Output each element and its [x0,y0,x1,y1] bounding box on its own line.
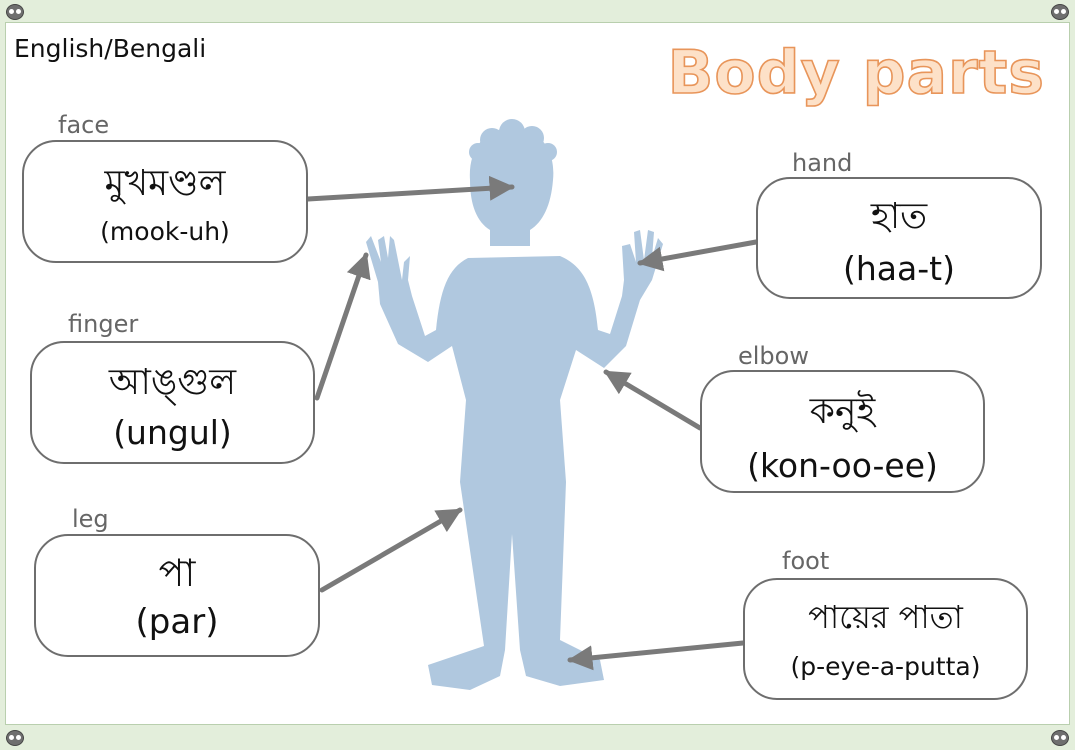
pronunciation-foot: (p-eye-a-putta) [790,652,981,681]
torso-shape [366,230,663,690]
bengali-word-face: মুখমণ্ডল [104,163,226,204]
owl-icon [1051,730,1069,746]
bengali-word-finger: আঙ্গুল [108,362,237,403]
arrow-leg [319,507,463,593]
owl-icon [6,4,24,20]
arrow-finger [314,252,371,401]
pronunciation-leg: (par) [135,602,219,642]
bengali-word-elbow: কনুই [809,391,876,432]
card-face: মুখমণ্ডল (mook-uh) [22,140,308,263]
card-hand: হাত (haa-t) [756,177,1042,299]
card-leg: পা (par) [34,534,320,657]
pronunciation-elbow: (kon-oo-ee) [747,446,938,485]
pointer-arrows [305,175,759,671]
caption-finger: finger [68,310,139,338]
arrow-hand [637,239,759,272]
card-elbow: কনুই (kon-oo-ee) [700,370,985,493]
pronunciation-finger: (ungul) [113,413,232,452]
owl-icon [1051,4,1069,20]
language-pair-label: English/Bengali [14,34,207,63]
caption-leg: leg [72,505,109,533]
caption-foot: foot [782,547,830,575]
bengali-word-leg: পা [158,551,196,595]
bengali-word-hand: হাত [870,196,928,237]
pronunciation-face: (mook-uh) [100,217,230,246]
caption-face: face [58,111,110,139]
body-silhouette [366,119,663,690]
card-foot: পায়ের পাতা (p-eye-a-putta) [743,578,1028,700]
owl-icon [6,730,24,746]
arrow-face [305,175,515,202]
page-title: Body parts [667,37,1045,109]
arrow-foot [567,640,746,671]
caption-hand: hand [792,149,853,177]
arrow-elbow [603,369,703,431]
pronunciation-hand: (haa-t) [843,249,955,288]
caption-elbow: elbow [738,342,809,370]
bengali-word-foot: পায়ের পাতা [808,598,963,636]
card-finger: আঙ্গুল (ungul) [30,341,315,464]
